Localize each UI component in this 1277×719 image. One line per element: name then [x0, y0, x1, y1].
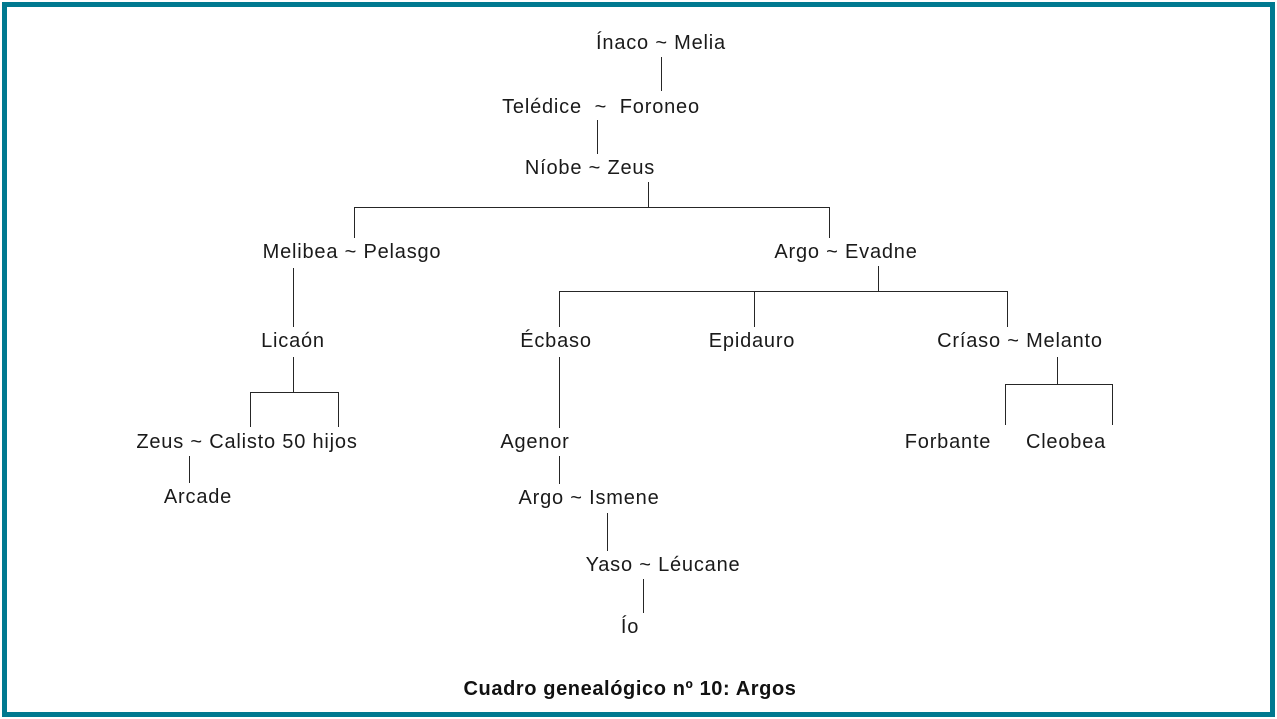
- node-epidauro: Epidauro: [708, 330, 796, 352]
- connector-ecbaso-to-agenor: [559, 357, 561, 428]
- connector-zeus-calisto-to-arcade: [189, 456, 191, 483]
- connector-criaso-children-bar: [1005, 384, 1112, 386]
- node-arcade: Arcade: [163, 486, 233, 508]
- connector-inaco-to-foroneo: [661, 57, 663, 91]
- node-criaso-melanto: Críaso ~ Melanto: [937, 330, 1103, 352]
- connector-niobe-stem: [648, 182, 650, 207]
- node-forbante: Forbante: [904, 431, 992, 453]
- diagram-caption: Cuadro genealógico nº 10: Argos: [463, 678, 797, 700]
- connector-argo-ismene-to-yaso: [607, 513, 609, 551]
- node-melibea-pelasgo: Melibea ~ Pelasgo: [262, 241, 442, 263]
- node-inaco-melia: Ínaco ~ Melia: [596, 32, 726, 54]
- connector-drop-ecbaso: [559, 291, 561, 327]
- node-yaso-leucane: Yaso ~ Léucane: [585, 554, 741, 576]
- node-niobe-zeus: Níobe ~ Zeus: [524, 157, 656, 179]
- connector-drop-argo-evadne: [829, 207, 831, 238]
- connector-drop-criaso: [1007, 291, 1009, 327]
- connector-argo-evadne-stem: [878, 266, 880, 291]
- connector-drop-cleobea: [1112, 384, 1114, 425]
- node-agenor: Agenor: [500, 431, 570, 453]
- node-argo-ismene: Argo ~ Ismene: [518, 487, 660, 509]
- node-zeus-calisto-50hijos: Zeus ~ Calisto 50 hijos: [136, 431, 358, 453]
- connector-agenor-to-argo-ismene: [559, 456, 561, 484]
- connector-licaon-stem: [293, 357, 295, 392]
- node-cleobea: Cleobea: [1025, 431, 1107, 453]
- connector-drop-melibea: [354, 207, 356, 238]
- node-teledice-foroneo: Telédice ~ Foroneo: [502, 96, 700, 118]
- connector-drop-epidauro: [754, 291, 756, 327]
- node-licaon: Licaón: [261, 330, 325, 352]
- connector-licaon-children-bar: [250, 392, 338, 394]
- node-io: Ío: [620, 616, 640, 638]
- node-ecbaso: Écbaso: [520, 330, 592, 352]
- connector-yaso-to-io: [643, 579, 645, 613]
- connector-drop-50hijos: [338, 392, 340, 427]
- connector-melibea-to-licaon: [293, 268, 295, 327]
- connector-argo-evadne-children-bar: [559, 291, 1007, 293]
- connector-criaso-stem: [1057, 357, 1059, 384]
- connector-drop-calisto: [250, 392, 252, 427]
- connector-teledice-to-niobe: [597, 120, 599, 154]
- connector-drop-forbante: [1005, 384, 1007, 425]
- node-argo-evadne: Argo ~ Evadne: [774, 241, 918, 263]
- connector-niobe-children-bar: [354, 207, 829, 209]
